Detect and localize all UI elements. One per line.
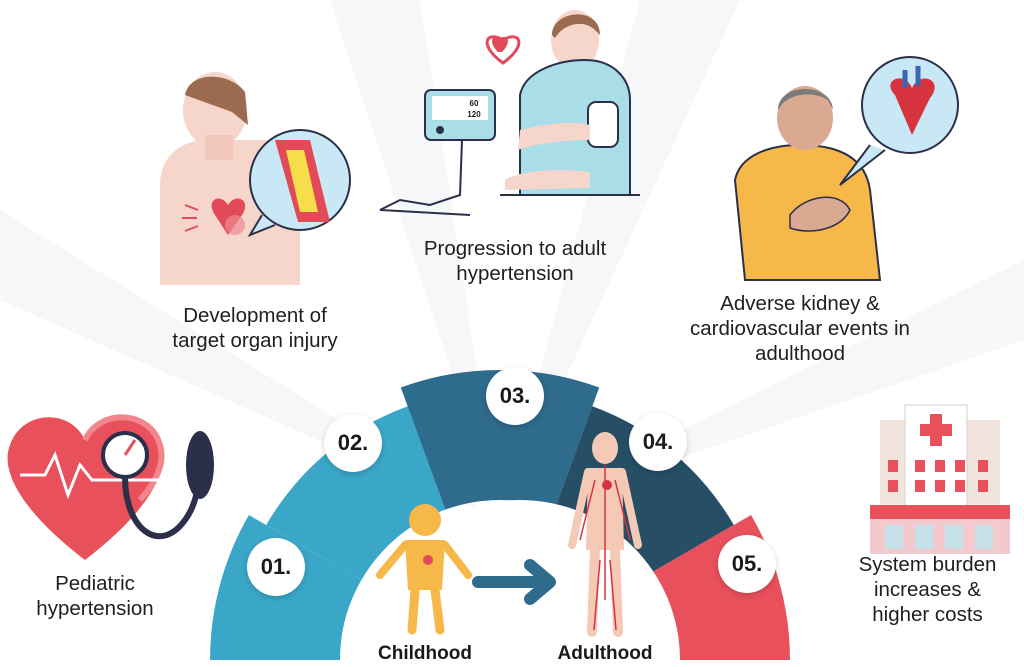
hospital-icon bbox=[870, 404, 1010, 554]
organ-injury-icon bbox=[160, 72, 351, 285]
step-label-02: Development of target organ injury bbox=[172, 304, 338, 352]
arrow-right-icon bbox=[472, 559, 556, 605]
step-label-05: System burden increases & higher costs bbox=[858, 553, 997, 626]
bp-monitor-person-icon: 60 120 bbox=[379, 10, 640, 216]
child-circulation-figure bbox=[376, 504, 472, 635]
stage-label-adulthood: Adulthood bbox=[557, 643, 653, 664]
step-label-03: Progression to adult hypertension bbox=[423, 237, 607, 285]
adult-circulation-figure bbox=[568, 432, 642, 637]
arc-segment-02 bbox=[266, 406, 446, 580]
step-badge-01: 01. bbox=[247, 538, 305, 596]
step-badge-05: 05. bbox=[718, 535, 776, 593]
step-label-01: Pediatric hypertension bbox=[36, 572, 154, 620]
step-label-04: Adverse kidney & cardiovascular events i… bbox=[690, 292, 910, 365]
heart-gauge-icon bbox=[7, 414, 214, 560]
stage-label-childhood: Childhood bbox=[378, 643, 472, 664]
arc-segment-03 bbox=[400, 370, 600, 510]
step-badge-04: 04. bbox=[629, 413, 687, 471]
monitor-top-reading: 60 bbox=[470, 99, 479, 108]
chest-pain-person-icon bbox=[733, 56, 959, 281]
step-badge-03: 03. bbox=[486, 367, 544, 425]
step-badge-02: 02. bbox=[324, 414, 382, 472]
monitor-bottom-reading: 120 bbox=[467, 110, 481, 119]
